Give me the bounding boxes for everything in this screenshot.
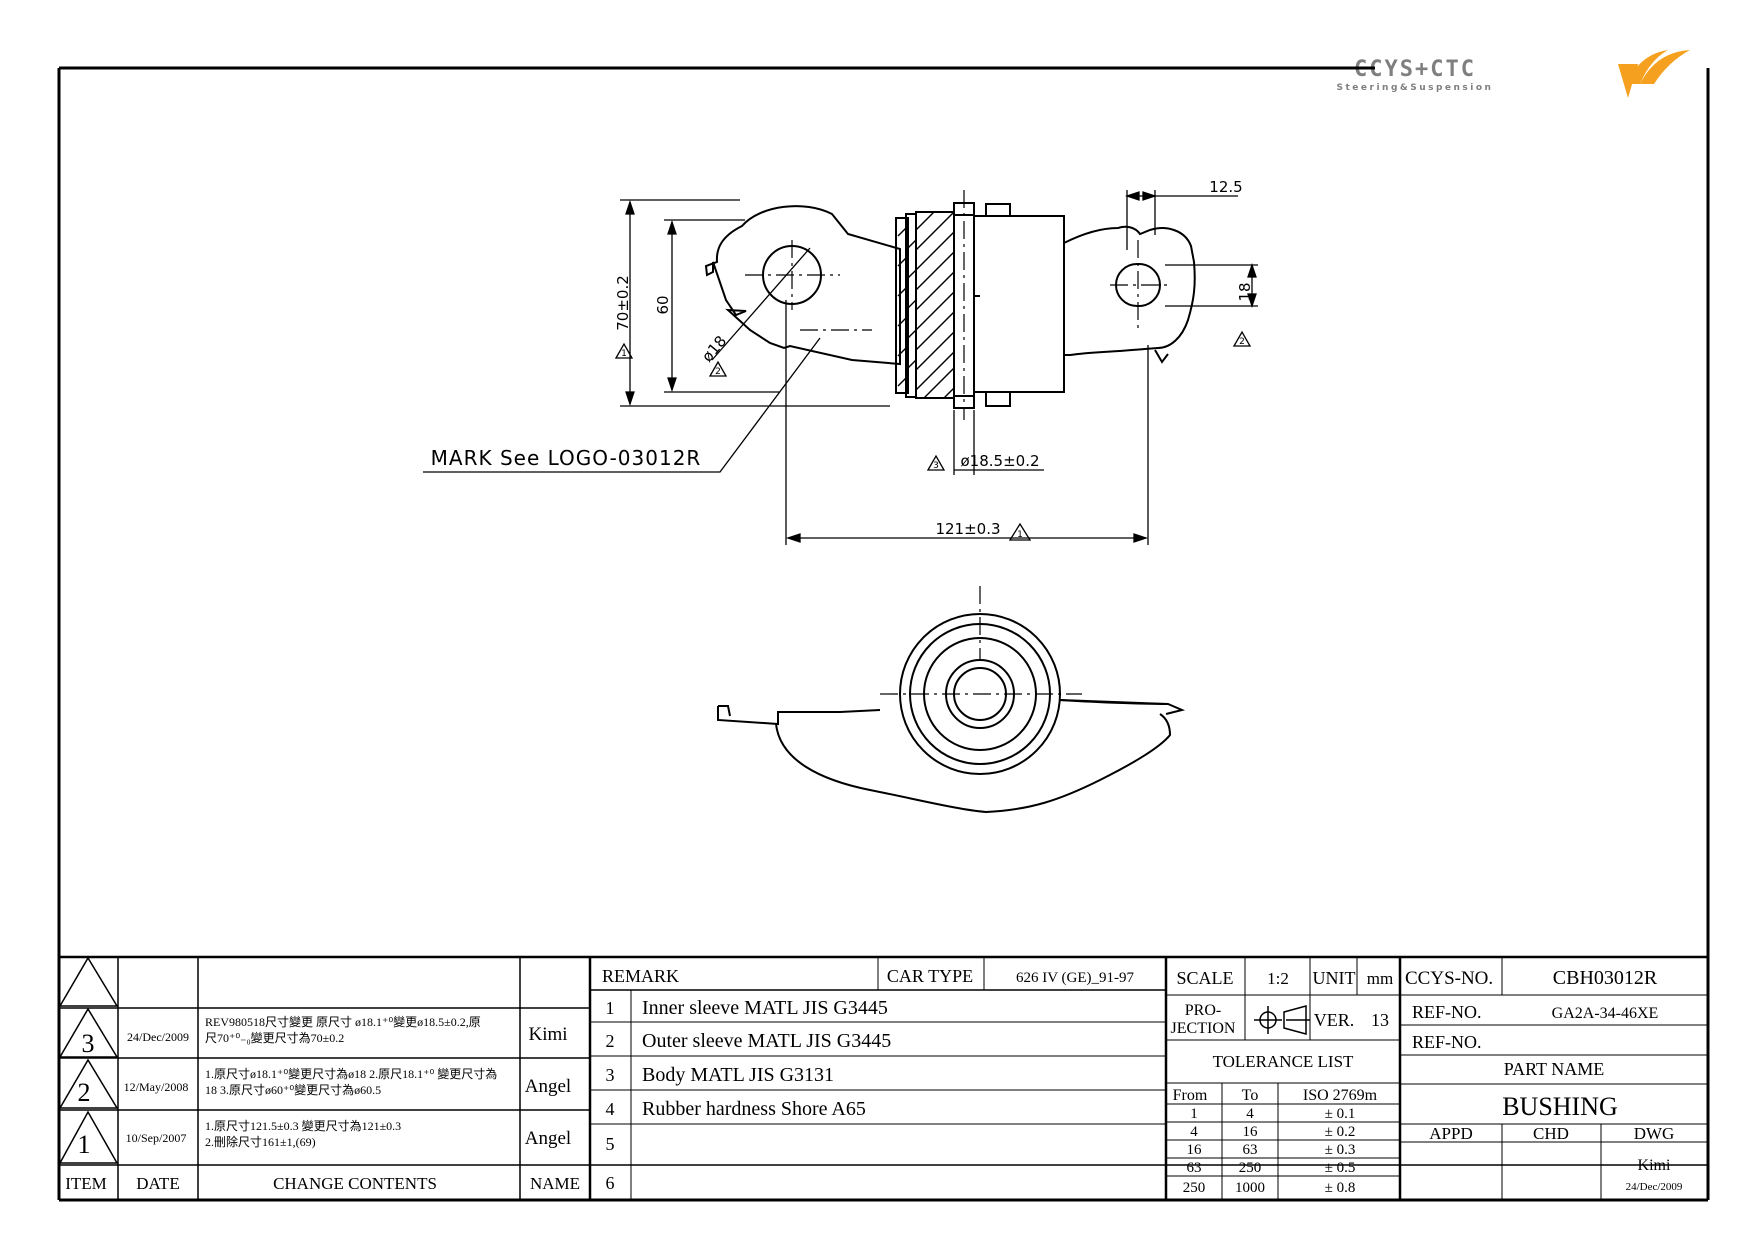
dim-121: 121±0.3 (935, 520, 1000, 538)
dwg-name: Kimi (1638, 1157, 1671, 1174)
svg-text:1: 1 (1017, 530, 1023, 540)
ver-value: 13 (1371, 1010, 1389, 1030)
tol-row-3: ± 0.3 (1325, 1142, 1356, 1158)
tol-row-5: ± 0.8 (1325, 1180, 1356, 1196)
rev-name-2: Angel (525, 1076, 571, 1097)
front-view (717, 586, 1186, 814)
ver-label: VER. (1314, 1010, 1355, 1030)
svg-text:1000: 1000 (1235, 1180, 1265, 1196)
tol-row-2: ± 0.2 (1325, 1124, 1356, 1140)
appd-label: APPD (1429, 1124, 1472, 1143)
rev-change-2b: 18 3.原尺寸ø60⁺⁰變更尺寸為ø60.5 (205, 1082, 381, 1097)
col-date: DATE (136, 1174, 179, 1193)
svg-text:3: 3 (606, 1065, 615, 1085)
rev-date-1: 10/Sep/2007 (126, 1131, 187, 1145)
frame-border (57, 66, 1710, 1202)
dim-70: 70±0.2 (614, 275, 632, 331)
scale-label: SCALE (1176, 968, 1233, 988)
unit-label: UNIT (1313, 968, 1356, 988)
svg-text:1: 1 (606, 998, 615, 1018)
tol-row-4: ± 0.5 (1325, 1160, 1356, 1176)
part-name-label: PART NAME (1504, 1059, 1604, 1079)
rev-change-3b: 尺70⁺⁰₋₀變更尺寸為70±0.2 (205, 1030, 344, 1045)
scale-value: 1:2 (1267, 969, 1289, 988)
unit-value: mm (1367, 969, 1393, 988)
rev-change-1b: 2.刪除尺寸161±1,(69) (205, 1134, 316, 1149)
tol-col-from: From (1173, 1087, 1208, 1104)
rev-date-3: 24/Dec/2009 (127, 1030, 189, 1044)
rev-change-3a: REV980518尺寸變更 原尺寸 ø18.1⁺⁰變更ø18.5±0.2,原 (205, 1014, 481, 1029)
logo-swoosh-icon (1626, 50, 1668, 84)
part-name-value: BUSHING (1502, 1092, 1618, 1121)
ccys-no-label: CCYS-NO. (1405, 968, 1493, 989)
svg-text:5: 5 (606, 1134, 615, 1154)
tol-row-1: ± 0.1 (1325, 1106, 1356, 1122)
svg-text:16: 16 (1243, 1124, 1259, 1140)
dwg-date: 24/Dec/2009 (1626, 1181, 1683, 1193)
dim-phi18-5: ø18.5±0.2 (961, 452, 1040, 470)
svg-text:4: 4 (606, 1099, 615, 1119)
svg-text:1: 1 (1190, 1106, 1198, 1122)
rev-name-1: Angel (525, 1128, 571, 1149)
svg-text:63: 63 (1187, 1160, 1202, 1176)
ref-no2-label: REF-NO. (1412, 1032, 1482, 1052)
title-block: CCYS-NO. CBH03012R REF-NO. GA2A-34-46XE … (1405, 967, 1683, 1193)
ref-no-value: GA2A-34-46XE (1552, 1005, 1659, 1022)
rev-change-1a: 1.原尺寸121.5±0.3 變更尺寸為121±0.3 (205, 1118, 401, 1133)
remark-item-3: Body MATL JIS G3131 (642, 1064, 834, 1086)
tolerance-title: TOLERANCE LIST (1213, 1052, 1354, 1071)
remark-label: REMARK (602, 966, 679, 986)
side-view (704, 190, 1196, 420)
dim-18: 18 (1236, 282, 1254, 301)
chd-label: CHD (1533, 1124, 1569, 1143)
projection-label-1: PRO- (1185, 1002, 1221, 1019)
tol-col-iso: ISO 2769m (1303, 1087, 1378, 1104)
rev-date-2: 12/May/2008 (124, 1080, 189, 1094)
dimension-labels: 70±0.2 60 ø18 12.5 18 ø18.5±0.2 121±0.3 … (431, 178, 1254, 540)
ccys-no-value: CBH03012R (1553, 967, 1658, 989)
side-view-dimensions (423, 190, 1258, 545)
logo-tagline: Steering&Suspension (1337, 83, 1494, 93)
svg-text:2: 2 (1239, 337, 1245, 347)
svg-text:2: 2 (606, 1031, 615, 1051)
ref-no-label: REF-NO. (1412, 1002, 1482, 1022)
svg-text:2: 2 (715, 367, 721, 377)
svg-text:4: 4 (1190, 1124, 1198, 1140)
rev-item-1: 1 (78, 1130, 91, 1159)
car-type-label: CAR TYPE (887, 966, 973, 986)
svg-text:3: 3 (933, 461, 939, 471)
mark-note: MARK See LOGO-03012R (431, 446, 702, 470)
col-name: NAME (530, 1174, 580, 1193)
svg-text:250: 250 (1239, 1160, 1262, 1176)
svg-text:4: 4 (1246, 1106, 1254, 1122)
dim-60: 60 (654, 295, 672, 314)
revision-table: 3 24/Dec/2009 REV980518尺寸變更 原尺寸 ø18.1⁺⁰變… (65, 1014, 580, 1193)
col-change-contents: CHANGE CONTENTS (273, 1174, 437, 1193)
dwg-label: DWG (1634, 1124, 1675, 1143)
projection-symbol-icon (1254, 1005, 1310, 1035)
svg-text:6: 6 (606, 1173, 615, 1193)
svg-text:16: 16 (1187, 1142, 1203, 1158)
rev-item-3: 3 (82, 1029, 95, 1058)
spec-table: SCALE 1:2 UNIT mm PRO- JECTION VER. 13 T… (1171, 968, 1394, 1196)
title-block-lines (58, 955, 1708, 1200)
car-type-value: 626 IV (GE)_91-97 (1016, 970, 1135, 986)
rev-item-2: 2 (78, 1078, 91, 1107)
remark-item-1: Inner sleeve MATL JIS G3445 (642, 997, 888, 1019)
svg-text:250: 250 (1183, 1180, 1206, 1196)
tol-col-to: To (1242, 1087, 1259, 1104)
projection-label-2: JECTION (1171, 1020, 1236, 1037)
remark-item-4: Rubber hardness Shore A65 (642, 1098, 866, 1120)
company-logo: CCYS+CTC Steering&Suspension (1337, 50, 1690, 98)
svg-text:1: 1 (621, 349, 627, 359)
svg-text:63: 63 (1243, 1142, 1258, 1158)
dim-12-5: 12.5 (1209, 178, 1242, 196)
remark-table: REMARK CAR TYPE 626 IV (GE)_91-97 1 Inne… (602, 966, 1135, 1193)
remark-item-2: Outer sleeve MATL JIS G3445 (642, 1030, 891, 1052)
col-item: ITEM (65, 1174, 107, 1193)
dim-phi18: ø18 (698, 332, 730, 365)
rev-change-2a: 1.原尺寸ø18.1⁺⁰變更尺寸為ø18 2.原尺18.1⁺⁰ 變更尺寸為 (205, 1066, 497, 1081)
rev-name-3: Kimi (528, 1024, 567, 1045)
